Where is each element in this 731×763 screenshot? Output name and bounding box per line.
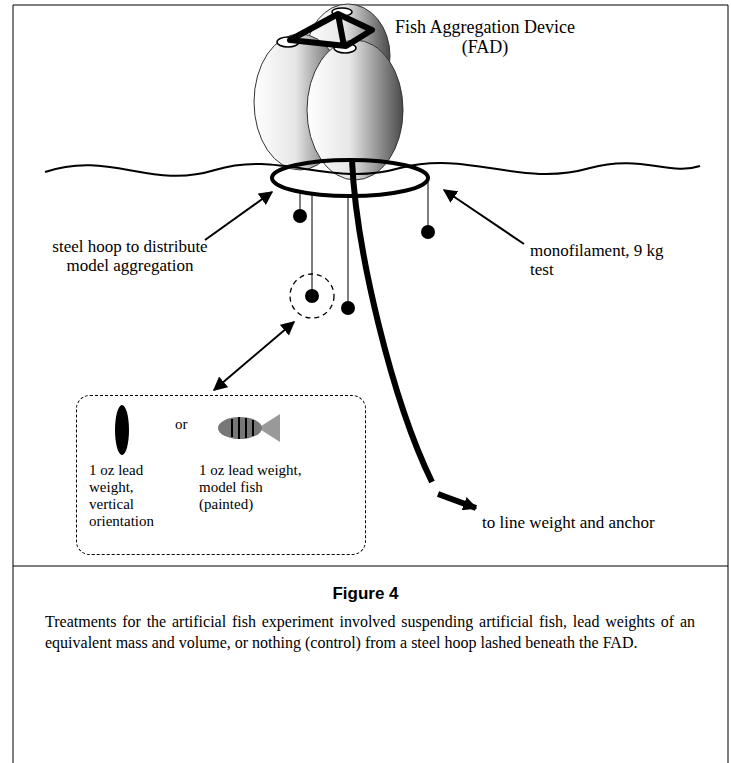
hanging-weight	[341, 301, 355, 315]
fish-stripe	[245, 418, 247, 438]
monofilament-line	[428, 182, 429, 226]
figure-title: Figure 4	[0, 584, 731, 604]
hanging-weight	[305, 289, 319, 303]
fish-stripe	[238, 417, 240, 439]
monofilament-line	[312, 194, 313, 290]
monofilament-line	[348, 196, 349, 302]
hanging-weight	[293, 209, 307, 223]
leader-arrow	[444, 190, 524, 244]
device-label: Fish Aggregation Device (FAD)	[385, 18, 585, 58]
hanging-weight	[421, 225, 435, 239]
mooring-rope-arrow	[438, 494, 476, 508]
sample-description: 1 oz lead weight, model fish (painted)	[199, 462, 303, 513]
caption-rule	[13, 566, 728, 567]
monofilament-label: monofilament, 9 kg test	[530, 242, 680, 279]
figure-caption: Treatments for the artificial fish exper…	[45, 612, 695, 654]
fish-stripe	[231, 419, 233, 437]
fish-body	[218, 417, 262, 439]
dashed-highlight	[290, 274, 334, 318]
hoop-label: steel hoop to distribute model aggregati…	[30, 238, 230, 275]
model-fish-symbol	[218, 414, 280, 442]
sample-description: 1 oz lead weight, vertical orientation	[89, 462, 181, 530]
fish-stripe	[252, 420, 254, 436]
leader-arrow	[205, 192, 272, 240]
water-surface	[45, 163, 700, 176]
treatment-box: or 1 oz lead weight, vertical orientation…	[76, 395, 366, 555]
double-arrow	[214, 322, 294, 390]
lashing-rope	[290, 14, 372, 46]
lead-weight-symbol	[115, 405, 129, 455]
mooring-rope	[352, 160, 432, 482]
or-text: or	[175, 416, 215, 433]
figure-frame	[13, 5, 728, 763]
anchor-label: to line weight and anchor	[482, 514, 702, 533]
monofilament-line	[300, 192, 301, 210]
